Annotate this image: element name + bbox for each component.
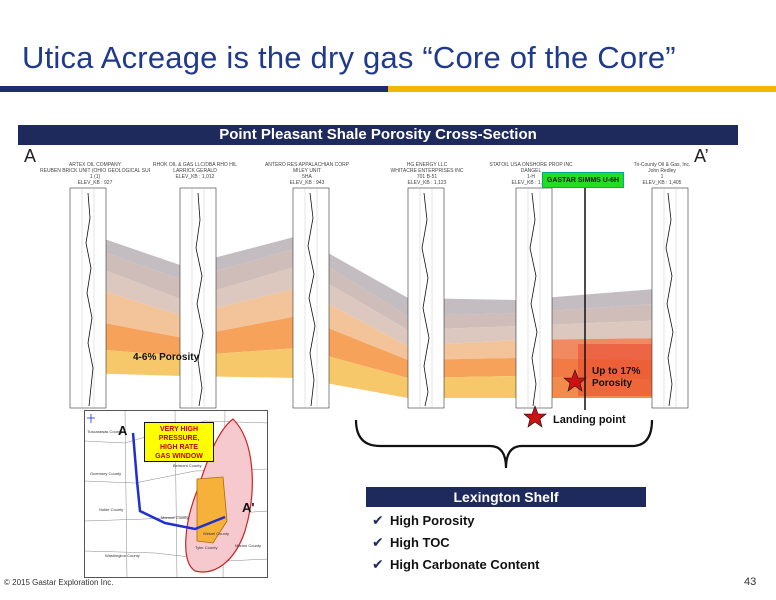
county-label-guernsey: Guernsey County bbox=[90, 471, 121, 476]
well-header-6: Tri-County Oil & Gas, Inc. John Redley 1… bbox=[633, 162, 691, 186]
lexington-banner: Lexington Shelf bbox=[366, 487, 646, 507]
landing-star-icon bbox=[523, 405, 547, 428]
north-arrow-icon bbox=[87, 414, 95, 423]
porosity-right-line2: Porosity bbox=[592, 378, 633, 389]
title-rule-gold bbox=[388, 86, 776, 92]
county-label-belmont: Belmont County bbox=[173, 463, 201, 468]
bullet-item: ✔High TOC bbox=[372, 534, 450, 550]
county-label-monroe: Monroe County bbox=[161, 515, 188, 520]
landing-point-label: Landing point bbox=[553, 414, 626, 426]
gas-window-note-line3: HIGH RATE bbox=[160, 444, 198, 451]
section-line bbox=[131, 432, 226, 531]
well-header-2: RHOK OIL & GAS LLC/DBA RHO HIL LARRICK G… bbox=[152, 162, 237, 180]
gas-window-note-line1: VERY HIGH bbox=[159, 426, 199, 433]
page-number: 43 bbox=[744, 576, 757, 588]
lexington-bullets: ✔High Porosity ✔High TOC ✔High Carbonate… bbox=[372, 512, 540, 578]
gas-window-note-line2: PRESSURE, bbox=[158, 435, 200, 442]
county-label-noble: Noble County bbox=[99, 507, 123, 512]
county-label-tyler: Tyler County bbox=[195, 545, 217, 550]
county-label-marion: Marion County bbox=[235, 543, 261, 548]
inset-map-graphic: Tuscarawas County Guernsey County Belmon… bbox=[85, 411, 267, 577]
checkmark-icon: ✔ bbox=[372, 556, 384, 572]
checkmark-icon: ✔ bbox=[372, 534, 384, 550]
well-header-3: ANTERO RES APPALACHIAN CORP MILEY UNIT 5… bbox=[264, 162, 350, 186]
lexington-brace bbox=[354, 419, 654, 469]
well-header-4: HG ENERGY LLC WHITACRE ENTERPRISES INC 7… bbox=[390, 162, 464, 186]
bullet-item: ✔High Porosity bbox=[372, 512, 475, 528]
section-end-right: A’ bbox=[694, 146, 709, 166]
county-label-tuscarawas: Tuscarawas County bbox=[87, 429, 122, 434]
title-rule-blue bbox=[0, 86, 388, 92]
cross-section-graphic bbox=[69, 178, 689, 410]
copyright: © 2015 Gastar Exploration Inc. bbox=[4, 578, 114, 587]
slide-title: Utica Acreage is the dry gas “Core of th… bbox=[22, 40, 676, 75]
gas-window-note: VERY HIGH PRESSURE, HIGH RATE GAS WINDOW bbox=[144, 422, 214, 462]
gas-window-note-line4: GAS WINDOW bbox=[155, 453, 203, 460]
inset-label-a: A bbox=[118, 423, 128, 438]
cross-section-banner: Point Pleasant Shale Porosity Cross-Sect… bbox=[18, 125, 738, 145]
well-header-1: ARTEX OIL COMPANY REUBEN BRICK UNIT (OHI… bbox=[40, 162, 150, 186]
inset-label-a2: A' bbox=[242, 500, 255, 515]
checkmark-icon: ✔ bbox=[372, 512, 384, 528]
section-end-left: A bbox=[24, 146, 37, 166]
porosity-left-label: 4-6% Porosity bbox=[133, 352, 200, 363]
gastar-well-label: GASTAR SIMMS U-6H bbox=[542, 172, 624, 188]
porosity-right-label: Up to 17% Porosity bbox=[592, 366, 640, 390]
county-label-washington: Washington County bbox=[105, 553, 140, 558]
porosity-right-line1: Up to 17% bbox=[592, 366, 641, 377]
county-label-wetzel: Wetzel County bbox=[203, 531, 229, 536]
bullet-item: ✔High Carbonate Content bbox=[372, 556, 540, 572]
